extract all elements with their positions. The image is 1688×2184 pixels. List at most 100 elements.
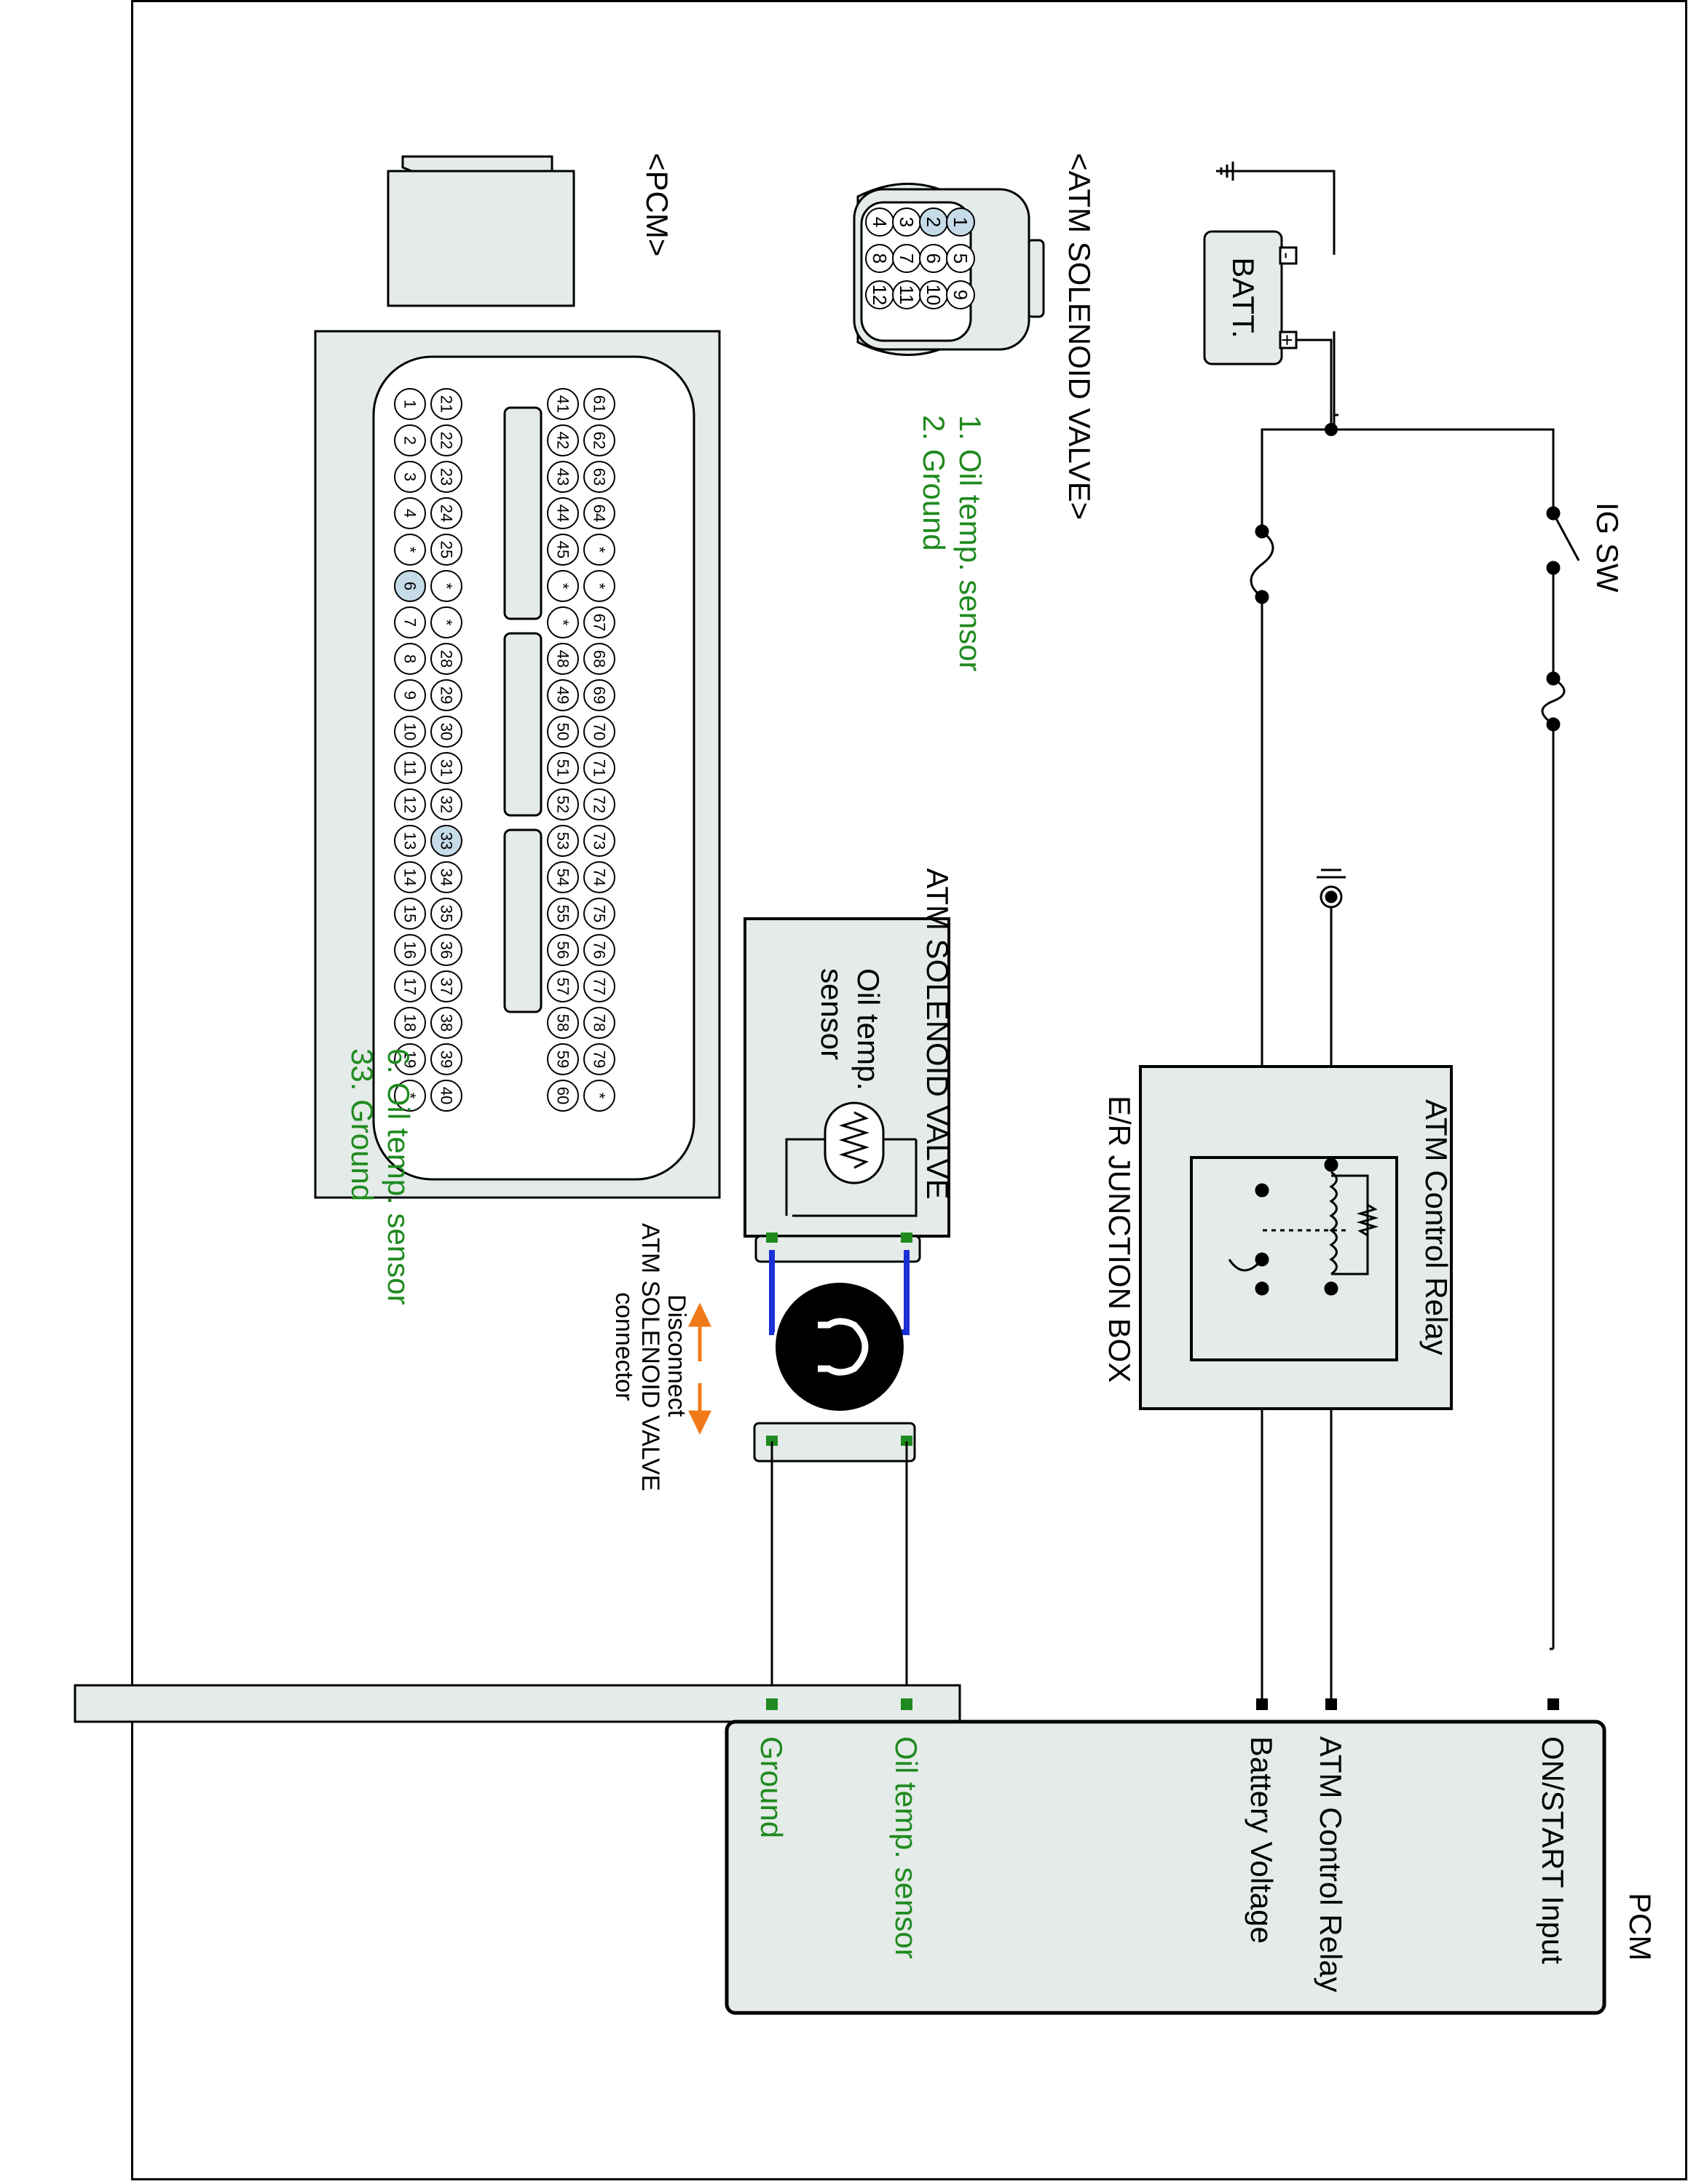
pcm-pin-battery: Battery Voltage	[1245, 1736, 1279, 1944]
pcm-connector-pin-circle	[583, 570, 615, 602]
pcm-connector-pin-circle	[394, 461, 426, 493]
pcm-connector-pin-circle	[394, 643, 426, 675]
pcm-connector-pin-label: 68	[591, 650, 609, 668]
valve-connector-pin-circle	[946, 280, 975, 309]
pcm-connector-pin-circle	[430, 716, 462, 748]
pcm-pin-oil-temp: Oil temp. sensor	[889, 1736, 923, 1959]
pcm-connector-pin-circle	[547, 752, 579, 784]
fuse-icon	[1250, 524, 1274, 604]
pcm-connector-pin-circle	[430, 825, 462, 857]
pcm-connector-pin-circle	[394, 934, 426, 966]
pcm-connector-pin-label: 40	[438, 1087, 456, 1104]
ground-icon	[1317, 869, 1346, 909]
solenoid-valve-box	[744, 917, 950, 1238]
pcm-connector-pin-circle	[547, 970, 579, 1002]
pcm-connector-pin-label: 41	[554, 395, 572, 413]
pcm-connector-pin-circle	[430, 1007, 462, 1039]
pcm-connector-pin-circle	[547, 788, 579, 820]
valve-connector-female	[753, 1422, 916, 1463]
pcm-connector-pin-circle	[583, 1007, 615, 1039]
pcm-connector-pin-circle	[394, 788, 426, 820]
pcm-connector-pin-circle	[430, 1080, 462, 1112]
valve-connector-pin-label: 5	[950, 253, 971, 264]
pcm-connector-pin-label: 71	[591, 759, 609, 777]
pcm-connector-pin-circle	[583, 388, 615, 420]
pcm-connector-pin-circle	[583, 788, 615, 820]
pcm-connector-pin-circle	[547, 461, 579, 493]
pcm-connector-pin-label: 38	[438, 1014, 456, 1032]
valve-connector-pin-label: 9	[950, 290, 971, 300]
pcm-pin-markers	[766, 1698, 1559, 1710]
pcm-connector-pin-circle	[394, 970, 426, 1002]
valve-connector-pin-circle	[946, 244, 975, 273]
pcm-connector-pin-label: 25	[438, 541, 456, 558]
pcm-connector-pin-label: 2	[401, 436, 419, 445]
pcm-connector-pin-circle	[430, 679, 462, 711]
sensor-wires	[770, 1441, 908, 1704]
fuse-icon	[1541, 671, 1566, 732]
pcm-connector-pin-label: 50	[554, 723, 572, 740]
battery-minus-sign: -	[1276, 252, 1298, 258]
pcm-connector-pin-circle	[394, 388, 426, 420]
pcm-connector-pin-label: 58	[554, 1014, 572, 1032]
valve-box-label: ATM SOLENOID VALVE	[920, 868, 955, 1199]
pcm-connector-pin-label: 57	[554, 978, 572, 995]
pcm-connector-pin-circle	[430, 461, 462, 493]
pcm-connector-pin-circle	[547, 1080, 579, 1112]
pcm-connector-pin-label: *	[401, 1093, 419, 1099]
pcm-connector-pin-label: 31	[438, 759, 456, 777]
pcm-connector-pin-circle	[583, 752, 615, 784]
pcm-connector-pin-circle	[547, 388, 579, 420]
pcm-connector-pin-circle	[547, 643, 579, 675]
pcm-connector-pin-label: 78	[591, 1014, 609, 1032]
pcm-connector-pin-circle	[583, 825, 615, 857]
pcm-connector-pin-circle	[394, 534, 426, 566]
pcm-connector-pin-label: 74	[591, 869, 609, 886]
double-arrow-icon	[688, 1302, 711, 1435]
pcm-pin-relay: ATM Control Relay	[1314, 1736, 1348, 1993]
valve-connector-pin-label: 11	[896, 285, 918, 305]
junction-box-label: E/R JUNCTION BOX	[1103, 1096, 1137, 1382]
pcm-connector-pin-circle	[394, 1043, 426, 1075]
pcm-connector-pin-circle	[430, 534, 462, 566]
pcm-note-2: 33. Ground	[345, 1048, 379, 1201]
pcm-connector-pin-circle	[547, 861, 579, 893]
connector-note-1: 1. Oil temp. sensor	[953, 415, 987, 671]
pcm-connector-pin-circle	[547, 716, 579, 748]
pcm-connector-pin-label: 36	[438, 941, 456, 959]
pcm-connector-pin-circle	[430, 606, 462, 638]
pcm-connector-pin-label: 45	[554, 541, 572, 558]
pcm-connector-pin-label: 76	[591, 941, 609, 959]
pcm-connector-pin-circle	[394, 861, 426, 893]
pcm-connector-pin-label: 69	[591, 687, 609, 704]
pcm-connector-pin-label: *	[438, 583, 456, 590]
valve-connector-pin-label: 6	[923, 253, 944, 264]
pcm-connector-pin-label: 29	[438, 687, 456, 704]
pcm-connector-pin-label: 64	[591, 505, 609, 522]
pcm-connector-pin-circle	[583, 679, 615, 711]
pcm-connector-pin-circle	[583, 461, 615, 493]
pcm-connector-pin-label: 19	[401, 1051, 419, 1068]
pcm-connector-pin-circle	[583, 861, 615, 893]
disconnect-label-line2: ATM SOLENOID VALVE	[636, 1223, 664, 1491]
pcm-connector-pin-circle	[547, 424, 579, 456]
relay-coil-icon	[1228, 1158, 1379, 1296]
valve-connector-pin-label: 4	[869, 217, 891, 227]
pcm-connector-pin-label: 9	[401, 691, 419, 700]
pcm-connector-pin-label: 3	[401, 472, 419, 481]
pcm-connector-pin-circle	[430, 861, 462, 893]
pcm-connector-pin-label: 63	[591, 468, 609, 486]
pcm-connector-pin-label: 48	[554, 650, 572, 668]
pcm-connector-pin-circle	[430, 388, 462, 420]
pcm-connector-pin-circle	[394, 606, 426, 638]
battery-positive-wire	[1266, 339, 1397, 431]
pcm-connector-pin-circle	[583, 643, 615, 675]
resistor-icon	[785, 1101, 918, 1217]
pcm-connector-pin-circle	[430, 752, 462, 784]
pcm-connector-pin-label: 18	[401, 1014, 419, 1032]
pcm-connector-pin-circle	[583, 970, 615, 1002]
pcm-connector-pin-circle	[583, 497, 615, 529]
pcm-connector-pin-label: 73	[591, 832, 609, 850]
battery-icon	[1203, 230, 1298, 365]
pcm-connector-pin-circle	[394, 570, 426, 602]
